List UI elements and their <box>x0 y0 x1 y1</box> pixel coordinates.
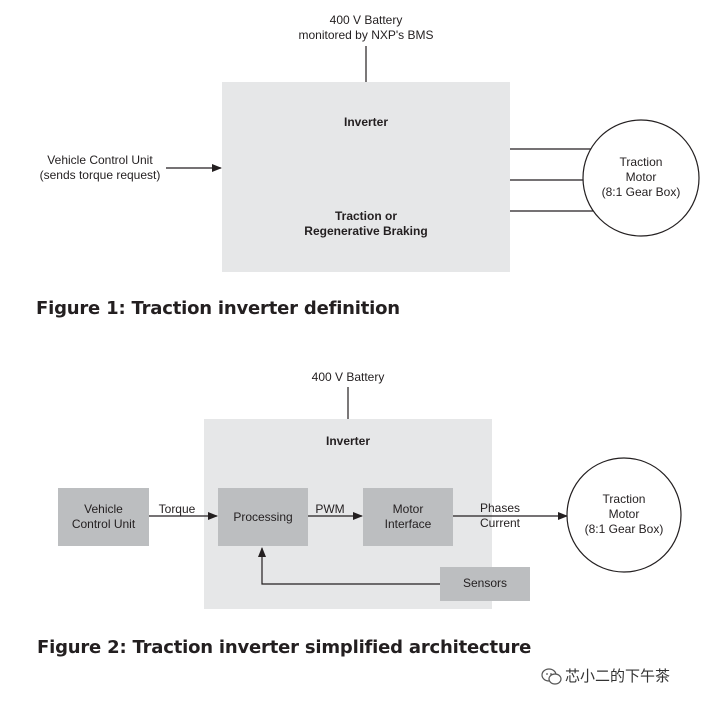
fig1-inverter-box <box>222 82 510 272</box>
fig1-battery-label: 400 V Battery monitored by NXP's BMS <box>266 13 466 43</box>
fig1-battery-label-line1: 400 V Battery <box>329 13 403 27</box>
fig2-sensors-label: Sensors <box>462 576 508 590</box>
fig1-battery-label-line2: monitored by NXP's BMS <box>298 28 434 42</box>
fig2-phases-line2: Current <box>479 516 520 530</box>
fig2-vcu-line1: Vehicle <box>84 502 123 516</box>
fig1-vcu-line2: (sends torque request) <box>39 168 161 182</box>
fig2-vcu-label: Vehicle Control Unit <box>58 502 149 532</box>
fig2-torque-label: Torque <box>158 502 196 516</box>
fig1-function-line2: Regenerative Braking <box>304 224 428 238</box>
fig2-motor-interface-block <box>363 488 453 546</box>
fig1-caption: Figure 1: Traction inverter definition <box>36 298 400 319</box>
fig2-feedback-arrow <box>258 547 440 585</box>
fig2-traction-motor-circle <box>566 457 682 573</box>
fig1-motor-line2: Motor <box>625 170 657 184</box>
fig2-vcu-line2: Control Unit <box>71 517 136 531</box>
fig1-traction-motor-circle <box>582 119 700 237</box>
fig2-phases-line1: Phases <box>479 501 521 515</box>
fig2-phases-label: Phases Current <box>470 501 530 531</box>
fig1-vcu-label: Vehicle Control Unit (sends torque reque… <box>20 153 180 183</box>
fig2-motor-interface-line2: Interface <box>384 517 432 531</box>
watermark-text: 芯小二的下午茶 <box>565 667 671 685</box>
fig2-motor-line2: Motor <box>608 507 640 521</box>
fig2-motor-line1: Traction <box>602 492 646 506</box>
fig1-motor-label: Traction Motor (8:1 Gear Box) <box>591 155 691 200</box>
fig2-battery-label: 400 V Battery <box>311 370 385 384</box>
fig2-vcu-block <box>58 488 149 546</box>
fig1-vcu-line1: Vehicle Control Unit <box>47 153 153 167</box>
fig1-motor-line1: Traction <box>619 155 663 169</box>
fig2-caption: Figure 2: Traction inverter simplified a… <box>37 637 532 658</box>
fig2-inverter-title: Inverter <box>325 434 371 448</box>
fig1-function-label: Traction or Regenerative Braking <box>266 209 466 239</box>
fig2-processing-label: Processing <box>233 510 293 524</box>
fig2-motor-interface-label: Motor Interface <box>363 502 453 532</box>
fig2-sensors-block <box>440 567 530 601</box>
fig2-processing-block <box>218 488 308 546</box>
fig2-motor-line3: (8:1 Gear Box) <box>584 522 664 536</box>
fig2-motor-interface-line1: Motor <box>392 502 424 516</box>
fig2-pwm-label: PWM <box>315 502 345 516</box>
fig1-inverter-title: Inverter <box>343 115 389 129</box>
wechat-icon <box>541 668 562 685</box>
fig2-motor-label: Traction Motor (8:1 Gear Box) <box>574 492 674 537</box>
fig1-motor-line3: (8:1 Gear Box) <box>601 185 681 199</box>
fig1-function-line1: Traction or <box>334 209 397 223</box>
